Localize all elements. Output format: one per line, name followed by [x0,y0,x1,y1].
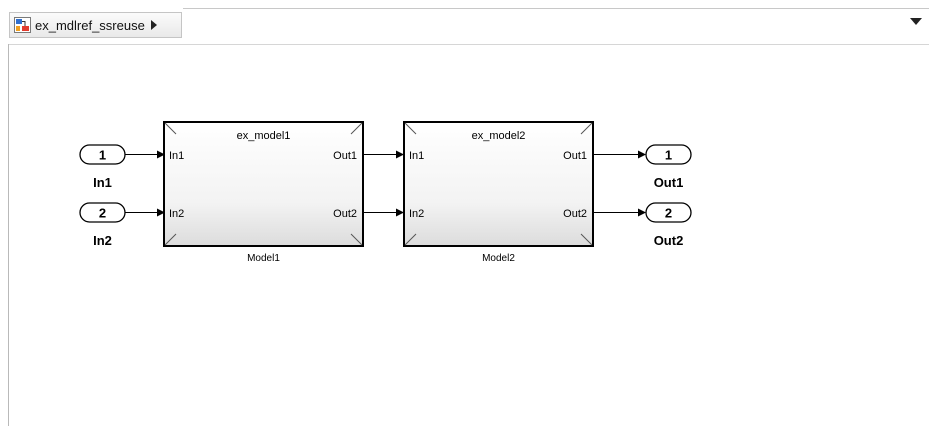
canvas-left-border [8,44,9,426]
model-reference-block-2[interactable]: ex_model2 In1 In2 Out1 Out2 Model2 [403,121,594,264]
inport-1-number: 1 [99,148,106,163]
outport-block-1[interactable]: 1 Out1 [645,144,692,190]
outport-block-2[interactable]: 2 Out2 [645,202,692,248]
signal-line-in1-model1[interactable] [125,150,165,159]
model1-port-out2: Out2 [333,208,357,220]
model2-port-in2: In2 [409,208,424,220]
signal-line-model1-model2-out2[interactable] [363,208,404,217]
model2-referenced-model: ex_model2 [472,130,526,142]
outport-1-number: 1 [665,148,672,163]
inport-block-2[interactable]: 2 In2 [79,202,126,248]
outport-2-label: Out2 [654,233,684,248]
model2-block-name: Model2 [482,253,515,264]
model1-port-in2: In2 [169,208,184,220]
address-bar-top-border [183,8,929,9]
chevron-down-icon[interactable] [910,18,922,26]
inport-block-1[interactable]: 1 In1 [79,144,126,190]
simulink-model-icon [14,17,31,33]
model2-port-out2: Out2 [563,208,587,220]
inport-1-label: In1 [93,175,112,190]
model-reference-block-1[interactable]: ex_model1 In1 In2 Out1 Out2 Model1 [163,121,364,264]
chevron-right-icon[interactable] [150,20,158,30]
model2-port-in1: In1 [409,150,424,162]
signal-line-model1-model2-out1[interactable] [363,150,404,159]
model1-referenced-model: ex_model1 [237,130,291,142]
breadcrumb-model-name: ex_mdlref_ssreuse [35,17,145,33]
inport-2-number: 2 [99,206,106,221]
model1-port-in1: In1 [169,150,184,162]
model2-port-out1: Out1 [563,150,587,162]
model-breadcrumb[interactable]: ex_mdlref_ssreuse [9,12,182,38]
signal-line-in2-model1[interactable] [125,208,165,217]
signal-line-model2-out2[interactable] [593,208,646,217]
inport-2-label: In2 [93,233,112,248]
signal-line-model2-out1[interactable] [593,150,646,159]
outport-2-number: 2 [665,206,672,221]
outport-1-label: Out1 [654,175,684,190]
model1-port-out1: Out1 [333,150,357,162]
model1-block-name: Model1 [247,253,280,264]
